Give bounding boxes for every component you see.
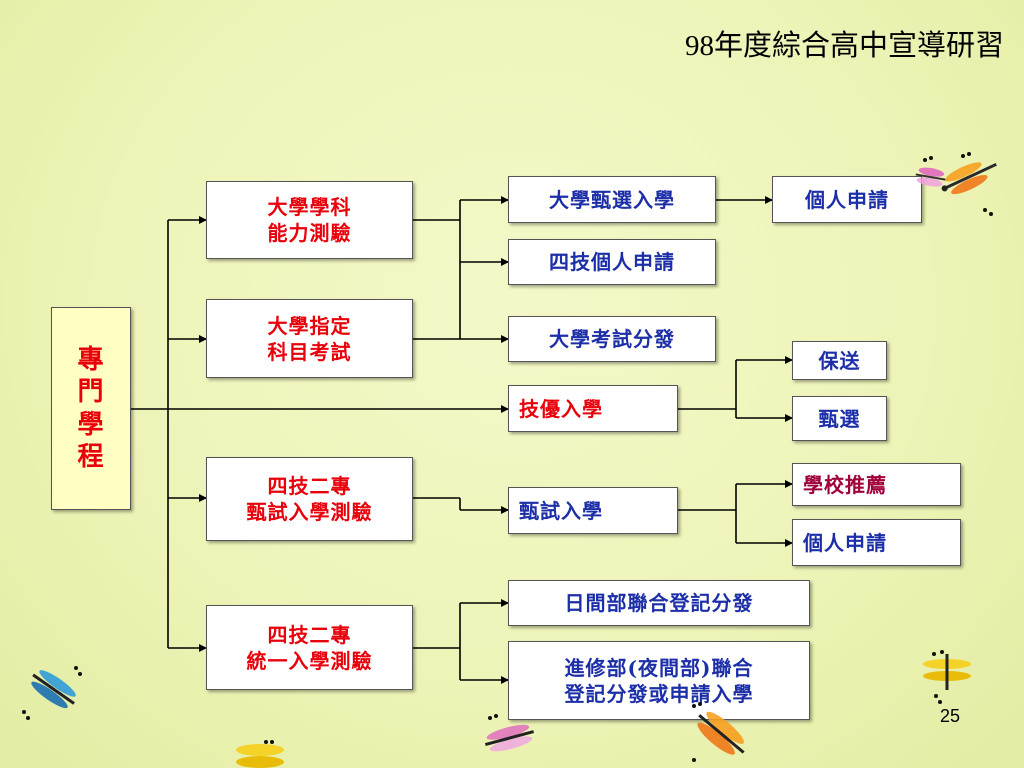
dragonfly-icon xyxy=(236,740,284,768)
page-number: 25 xyxy=(940,706,961,726)
outcome-individual-application-label: 個人申請 xyxy=(805,187,889,212)
outcome-individual-application-2-box: 個人申請 xyxy=(792,519,961,566)
route-day-joint-distribution-box: 日間部聯合登記分發 xyxy=(508,580,810,626)
exam-assigned-subjects-label: 大學指定 科目考試 xyxy=(267,313,352,364)
route-evening-joint-distribution-label: 進修部(夜間部)聯合 登記分發或申請入學 xyxy=(564,655,754,706)
exam-assigned-subjects-box: 大學指定 科目考試 xyxy=(206,299,413,378)
route-evening-joint-distribution-box: 進修部(夜間部)聯合 登記分發或申請入學 xyxy=(508,641,810,720)
dragonfly-icon xyxy=(22,666,82,720)
exam-tvet-unified-label: 四技二專 統一入學測驗 xyxy=(246,622,373,673)
route-tech-individual-label: 四技個人申請 xyxy=(549,250,675,274)
exam-tvet-screening-box: 四技二專 甄試入學測驗 xyxy=(206,457,413,541)
exam-tvet-unified-box: 四技二專 統一入學測驗 xyxy=(206,605,413,690)
outcome-selection-box: 甄選 xyxy=(792,396,887,441)
program-root-label: 專 門 學 程 xyxy=(77,344,105,473)
program-root-box: 專 門 學 程 xyxy=(51,307,131,510)
dragonfly-icon xyxy=(484,714,535,752)
route-tech-individual-box: 四技個人申請 xyxy=(508,239,716,285)
dragonfly-icon xyxy=(692,702,745,762)
outcome-selection-label: 甄選 xyxy=(818,406,861,431)
outcome-school-recommendation-label: 學校推薦 xyxy=(803,472,887,497)
exam-ability-test-box: 大學學科 能力測驗 xyxy=(206,181,413,259)
outcome-school-recommendation-box: 學校推薦 xyxy=(792,463,961,506)
exam-ability-test-label: 大學學科 能力測驗 xyxy=(267,195,352,245)
route-skill-excellence-box: 技優入學 xyxy=(508,385,678,432)
route-univ-selection-box: 大學甄選入學 xyxy=(508,176,716,223)
route-screening-admission-box: 甄試入學 xyxy=(508,487,678,534)
outcome-individual-application-2-label: 個人申請 xyxy=(803,530,887,555)
exam-tvet-screening-label: 四技二專 甄試入學測驗 xyxy=(246,474,373,524)
route-screening-admission-label: 甄試入學 xyxy=(519,498,603,523)
dragonfly-icon xyxy=(915,152,997,216)
route-univ-exam-distribution-box: 大學考試分發 xyxy=(508,316,716,362)
route-univ-selection-label: 大學甄選入學 xyxy=(549,187,675,212)
outcome-guaranteed-label: 保送 xyxy=(818,348,861,373)
route-univ-exam-distribution-label: 大學考試分發 xyxy=(549,327,675,351)
slide-title: 98年度綜合高中宣導研習 xyxy=(684,30,1004,62)
outcome-guaranteed-box: 保送 xyxy=(792,341,887,380)
route-skill-excellence-label: 技優入學 xyxy=(519,396,603,421)
outcome-individual-application-box: 個人申請 xyxy=(772,176,922,223)
route-day-joint-distribution-label: 日間部聯合登記分發 xyxy=(564,591,754,615)
dragonfly-icon xyxy=(923,650,971,704)
